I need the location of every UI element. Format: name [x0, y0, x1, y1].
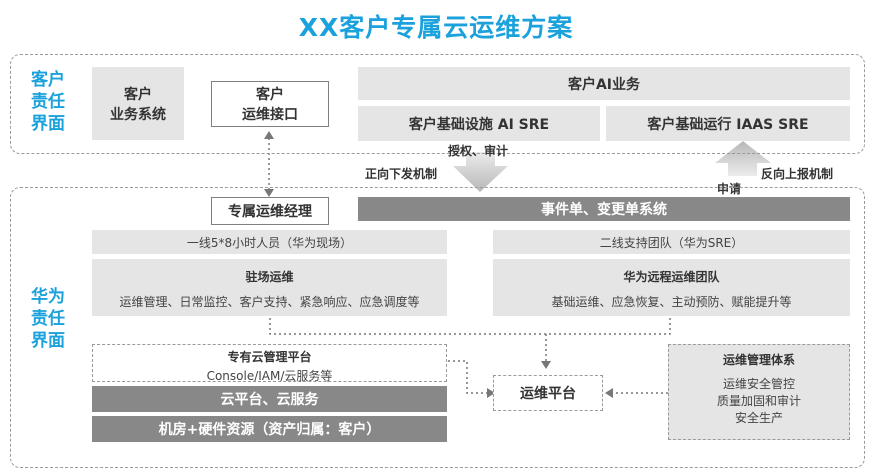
onsite-ops-desc: 运维管理、日常监控、客户支持、紧急响应、应急调度等	[119, 295, 420, 309]
forward-arrow	[453, 152, 508, 192]
reverse-arrow	[715, 141, 771, 176]
reverse-label: 反向上报机制	[761, 167, 834, 181]
tier1-onsite-staff: 一线5*8小时人员（华为现场）	[92, 230, 447, 254]
ops-system-items: 运维安全管控 质量加固和审计 安全生产	[716, 377, 801, 425]
remote-ops-box: 华为远程运维团队 基础运维、应急恢复、主动预防、赋能提升等	[493, 259, 850, 316]
customer-ai-business: 客户AI业务	[358, 67, 850, 100]
customer-business-system: 客户 业务系统	[92, 67, 184, 140]
huawei-region-label: 华为 责任 界面	[31, 287, 65, 351]
tier2-sre-team: 二线支持团队（华为SRE）	[493, 230, 850, 254]
mgmt-platform-desc: Console/IAM/云服务等	[206, 369, 333, 383]
customer-infra-ai-sre: 客户基础设施 AI SRE	[358, 106, 600, 141]
onsite-ops-box: 驻场运维 运维管理、日常监控、客户支持、紧急响应、应急调度等	[92, 259, 447, 316]
customer-ops-interface: 客户 运维接口	[211, 81, 329, 127]
remote-ops-desc: 基础运维、应急恢复、主动预防、赋能提升等	[551, 295, 792, 309]
private-cloud-mgmt-platform: 专有云管理平台 Console/IAM/云服务等	[92, 344, 447, 383]
page-title: XX客户专属云运维方案	[298, 13, 574, 42]
reverse-note: 申请	[717, 182, 742, 196]
forward-note: 授权、审计	[448, 144, 509, 158]
customer-region-label: 客户 责任 界面	[31, 70, 65, 134]
ops-system-title: 运维管理体系	[722, 353, 795, 367]
ticket-system: 事件单、变更单系统	[358, 197, 850, 221]
hardware-resources: 机房+硬件资源（资产归属：客户）	[92, 416, 447, 442]
mgmt-platform-title: 专有云管理平台	[227, 350, 312, 364]
forward-label: 正向下发机制	[365, 167, 438, 181]
remote-ops-title: 华为远程运维团队	[623, 270, 720, 284]
teams-platform-connector	[269, 318, 671, 362]
interface-manager-connector	[264, 131, 274, 197]
ops-platform: 运维平台	[493, 375, 603, 411]
huawei-region	[10, 187, 865, 468]
cloud-services: 云平台、云服务	[92, 386, 447, 412]
customer-region	[10, 54, 865, 154]
ops-management-system: 运维管理体系 运维安全管控 质量加固和审计 安全生产	[668, 344, 850, 440]
dedicated-ops-manager: 专属运维经理	[211, 197, 329, 225]
onsite-ops-title: 驻场运维	[245, 270, 294, 284]
customer-ops-iaas-sre: 客户基础运行 IAAS SRE	[606, 106, 850, 141]
